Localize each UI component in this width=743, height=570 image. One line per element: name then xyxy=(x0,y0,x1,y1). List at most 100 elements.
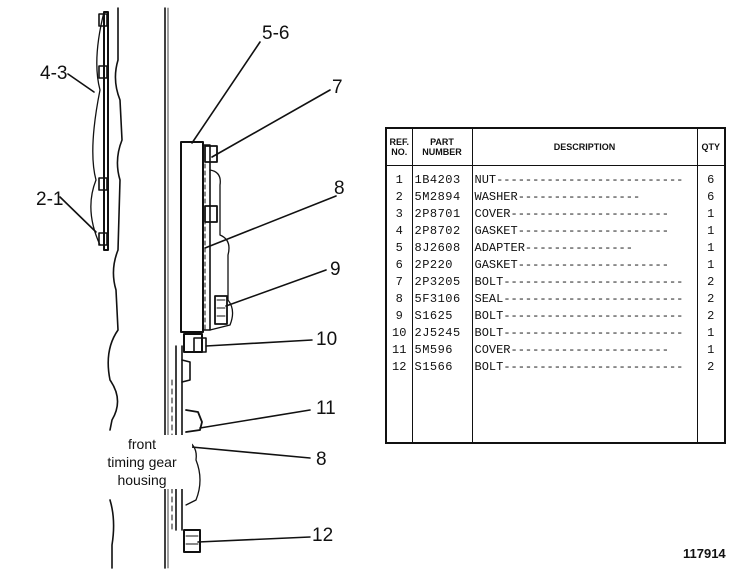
callout-12: 12 xyxy=(312,525,334,546)
description-cell: GASKET--------------------- xyxy=(471,257,698,274)
description-cell-text: COVER xyxy=(474,343,511,357)
part-number-cell-text: 5M596 xyxy=(414,343,454,357)
housing-label-line-1: front xyxy=(127,436,156,452)
ref-cell: 2 xyxy=(385,189,413,206)
leader-dashes: --------------------- xyxy=(517,224,669,238)
part-number-cell-text: 1B4203 xyxy=(414,173,461,187)
ref-cell: 7 xyxy=(385,274,413,291)
leader-8b xyxy=(169,444,311,459)
qty-cell: 1 xyxy=(696,342,726,359)
part-number-cell: S1566 xyxy=(411,359,473,376)
description-cell: BOLT------------------------- xyxy=(471,274,698,291)
leader-dashes: ------------------------- xyxy=(503,360,684,374)
ref-cell: 8 xyxy=(385,291,413,308)
qty-cell: 6 xyxy=(696,189,726,206)
qty-cell-text: 6 xyxy=(707,190,715,204)
qty-cell-text: 6 xyxy=(707,173,715,187)
qty-cell: 2 xyxy=(696,359,726,376)
header-description: DESCRIPTION xyxy=(471,127,698,166)
leader-dashes: --------------------- xyxy=(517,258,669,272)
ref-cell-text: 9 xyxy=(395,309,403,323)
part-number-cell: 2P3205 xyxy=(411,274,473,291)
part-number-cell: 5M2894 xyxy=(411,189,473,206)
qty-cell-text: 2 xyxy=(707,309,715,323)
leader-9 xyxy=(225,269,327,307)
adapter-profile xyxy=(209,169,234,331)
header-part-line-1: PART xyxy=(430,137,454,147)
qty-cell: 1 xyxy=(696,240,726,257)
qty-cell: 1 xyxy=(696,325,726,342)
part-number-cell-text: 2P3205 xyxy=(414,275,461,289)
callout-8-upper: 8 xyxy=(334,178,345,199)
qty-cell-text: 1 xyxy=(707,326,715,340)
part-number-cell-text: 2J5245 xyxy=(414,326,461,340)
description-cell-text: NUT xyxy=(474,173,497,187)
filler-cell xyxy=(411,376,473,443)
leader-10 xyxy=(205,339,313,347)
ref-cell-text: 5 xyxy=(395,241,403,255)
table-filler-row xyxy=(385,376,726,443)
leader-11 xyxy=(199,409,311,429)
part-number-cell: 1B4203 xyxy=(411,165,473,189)
ref-cell: 12 xyxy=(385,359,413,376)
leader-8a xyxy=(204,195,337,249)
table-row: 3 2P8701 COVER----------------------1 xyxy=(385,206,726,223)
filler-cell xyxy=(471,376,698,443)
ref-cell: 11 xyxy=(385,342,413,359)
header-ref-line-1: REF. xyxy=(389,137,409,147)
description-cell-text: SEAL xyxy=(474,292,504,306)
header-qty: QTY xyxy=(696,127,726,166)
part-number-cell-text: S1625 xyxy=(414,309,454,323)
description-cell-text: BOLT xyxy=(474,360,504,374)
description-cell-text: ADAPTER xyxy=(474,241,525,255)
callout-7: 7 xyxy=(332,77,343,98)
part-number-cell-text: 2P8702 xyxy=(414,224,461,238)
housing-left-edge-lower xyxy=(109,499,115,569)
ref-cell-text: 3 xyxy=(395,207,403,221)
part-number-cell: 2P220 xyxy=(411,257,473,274)
callout-5-6: 5-6 xyxy=(262,23,290,44)
description-cell: BOLT------------------------- xyxy=(471,325,698,342)
filler-cell xyxy=(696,376,726,443)
part-number-cell-text: 2P8701 xyxy=(414,207,461,221)
part-number-cell: 2P8702 xyxy=(411,223,473,240)
part-number-cell: 2J5245 xyxy=(411,325,473,342)
qty-cell-text: 1 xyxy=(707,343,715,357)
description-cell: COVER---------------------- xyxy=(471,206,698,223)
leader-dashes: -------------------------- xyxy=(496,173,684,187)
ref-cell-text: 8 xyxy=(395,292,403,306)
ref-cell-text: 7 xyxy=(395,275,403,289)
main-cover xyxy=(180,141,204,333)
description-cell-text: GASKET xyxy=(474,258,518,272)
qty-cell-text: 2 xyxy=(707,292,715,306)
ref-cell-text: 6 xyxy=(395,258,403,272)
callout-8-lower: 8 xyxy=(316,449,327,470)
qty-cell: 1 xyxy=(696,206,726,223)
part-number-cell: 2P8701 xyxy=(411,206,473,223)
callout-4-3: 4-3 xyxy=(40,63,68,84)
description-cell: BOLT------------------------- xyxy=(471,308,698,325)
ref-cell-text: 4 xyxy=(395,224,403,238)
housing-label: front timing gear housing xyxy=(92,435,192,489)
callout-11: 11 xyxy=(316,398,336,419)
ref-cell: 5 xyxy=(385,240,413,257)
qty-cell-text: 2 xyxy=(707,275,715,289)
qty-cell: 1 xyxy=(696,223,726,240)
leader-7 xyxy=(211,89,331,158)
figure-number: 117914 xyxy=(683,546,726,561)
leader-dashes: ---------------------- xyxy=(510,207,669,221)
part-number-cell: 8J2608 xyxy=(411,240,473,257)
description-cell: GASKET--------------------- xyxy=(471,223,698,240)
leader-dashes: ----------------- xyxy=(517,190,641,204)
filler-cell xyxy=(385,376,413,443)
leader-2-1 xyxy=(59,196,97,233)
description-cell-text: WASHER xyxy=(474,190,518,204)
qty-cell: 2 xyxy=(696,291,726,308)
